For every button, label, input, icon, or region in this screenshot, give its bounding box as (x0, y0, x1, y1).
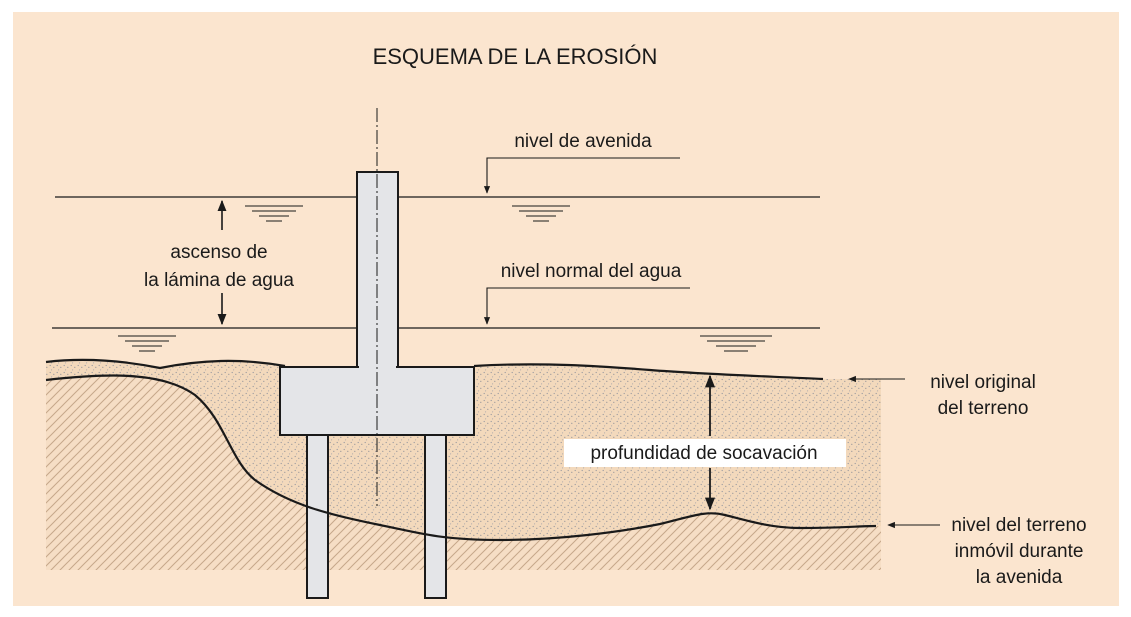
flood-level-leader (483, 157, 680, 194)
water-level-symbol (700, 335, 772, 352)
water-rise-label-line1: ascenso de (170, 242, 267, 263)
water-level-symbol (512, 205, 570, 222)
flood-bed-label-line1: nivel del terreno (951, 515, 1086, 536)
flood-bed-label-line3: la avenida (976, 567, 1063, 588)
scour-bed-line (45, 374, 877, 542)
original-ground-label-line2: del terreno (938, 398, 1029, 419)
water-level-symbol (245, 205, 303, 222)
piles (306, 429, 447, 599)
scour-depth-label-box (564, 439, 846, 467)
normal-level-leader (483, 287, 690, 325)
right-pile (424, 429, 447, 599)
scour-depth-label: profundidad de socavación (590, 443, 817, 464)
left-pile (306, 429, 329, 599)
original-ground-line (45, 358, 824, 381)
flood-level-label: nivel de avenida (514, 131, 652, 152)
diagram-title: ESQUEMA DE LA EROSIÓN (373, 44, 658, 69)
flood-bed-label-line2: inmóvil durante (955, 541, 1084, 562)
scour-sand-region (46, 360, 881, 540)
original-ground-label-line1: nivel original (930, 372, 1036, 393)
normal-water-level-label: nivel normal del agua (501, 261, 682, 282)
water-level-symbol (118, 335, 176, 352)
water-rise-label-line2: la lámina de agua (144, 270, 294, 291)
